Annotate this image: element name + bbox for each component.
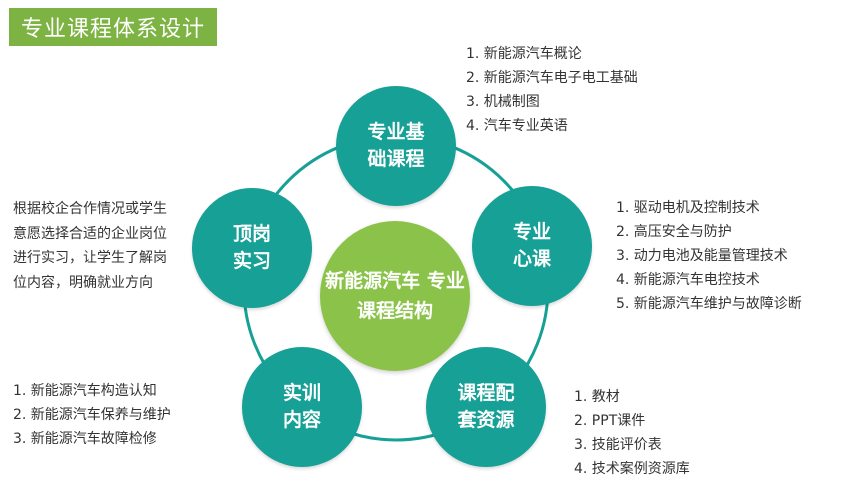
- section-title: 专业课程体系设计: [9, 8, 217, 46]
- node-label: 顶岗: [232, 223, 271, 245]
- node-label: 心课: [512, 248, 551, 270]
- core-courses-list: 1. 驱动电机及控制技术 2. 高压安全与防护 3. 动力电池及能量管理技术 4…: [616, 196, 802, 316]
- node-label: 实训: [282, 382, 321, 404]
- training-content-list: 1. 新能源汽车构造认知 2. 新能源汽车保养与维护 3. 新能源汽车故障检修: [13, 379, 171, 451]
- list-item: 5. 新能源汽车维护与故障诊断: [616, 296, 802, 312]
- list-item: 1. 驱动电机及控制技术: [616, 200, 760, 216]
- list-item: 3. 技能评价表: [574, 437, 662, 453]
- node-basic-courses: 专业基 础课程: [336, 86, 456, 206]
- list-item: 2. 新能源汽车保养与维护: [13, 407, 171, 423]
- center-line-1: 新能源汽车: [325, 270, 421, 292]
- node-label: 套资源: [457, 409, 515, 431]
- node-core-courses: 专业 心课: [472, 186, 592, 306]
- node-course-resources: 课程配 套资源: [426, 347, 546, 467]
- node-label: 础课程: [367, 148, 425, 170]
- center-node: 新能源汽车 专业课程结构: [320, 221, 470, 371]
- list-item: 4. 新能源汽车电控技术: [616, 272, 760, 288]
- node-training-content: 实训 内容: [242, 347, 362, 467]
- list-item: 3. 新能源汽车故障检修: [13, 431, 157, 447]
- list-item: 3. 机械制图: [466, 94, 540, 110]
- list-item: 1. 新能源汽车概论: [466, 46, 582, 62]
- node-label: 课程配: [457, 382, 515, 404]
- list-item: 2. PPT课件: [574, 413, 646, 429]
- node-label: 实习: [232, 250, 271, 272]
- list-item: 4. 汽车专业英语: [466, 118, 568, 134]
- node-label: 专业基: [367, 121, 425, 143]
- node-label: 内容: [282, 409, 321, 431]
- internship-description: 根据校企合作情况或学生意愿选择合适的企业岗位进行实习，让学生了解岗位内容，明确就…: [13, 201, 167, 291]
- list-item: 1. 新能源汽车构造认知: [13, 383, 157, 399]
- list-item: 4. 技术案例资源库: [574, 461, 690, 477]
- list-item: 3. 动力电池及能量管理技术: [616, 248, 788, 264]
- list-item: 2. 新能源汽车电子电工基础: [466, 70, 638, 86]
- node-label: 专业: [512, 221, 551, 243]
- list-item: 1. 教材: [574, 389, 620, 405]
- node-internship: 顶岗 实习: [192, 188, 312, 308]
- center-line-2: 专业课程结构: [356, 270, 465, 322]
- list-item: 2. 高压安全与防护: [616, 224, 732, 240]
- basic-courses-list: 1. 新能源汽车概论 2. 新能源汽车电子电工基础 3. 机械制图 4. 汽车专…: [466, 42, 638, 138]
- course-resources-list: 1. 教材 2. PPT课件 3. 技能评价表 4. 技术案例资源库: [574, 385, 690, 481]
